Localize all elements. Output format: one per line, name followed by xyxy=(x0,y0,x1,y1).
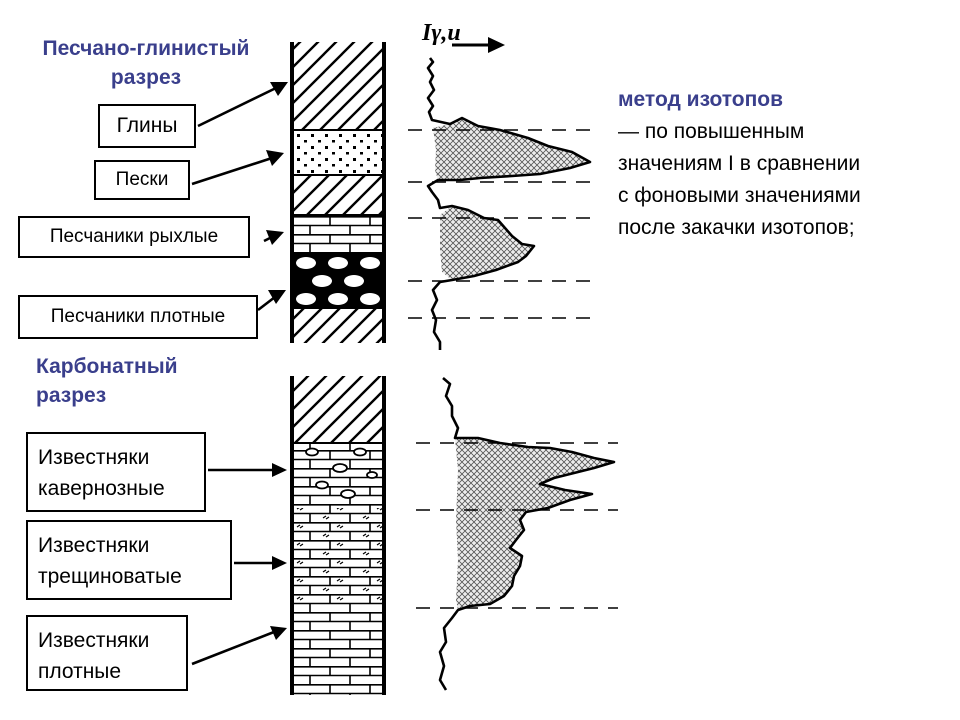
method-note-line: с фоновыми значениями xyxy=(618,184,861,207)
clay-layer-bottom xyxy=(292,308,384,343)
method-note-line: — по повышенным xyxy=(618,120,805,143)
sand-clay-heading-line2: разрез xyxy=(110,66,182,89)
method-note-title: метод изотопов xyxy=(618,88,784,111)
carbonate-clay-layer xyxy=(292,376,384,443)
label-clays: Глины xyxy=(98,104,196,148)
label-fractured-limestones: Известняки трещиноватые xyxy=(26,520,232,600)
sand-clay-heading: Песчано-глинистый разрез xyxy=(14,34,278,92)
label-dense-limestone-line2: плотные xyxy=(38,660,122,683)
loose-sandstone-layer xyxy=(292,215,384,253)
upper-dashed-boundaries xyxy=(408,129,595,319)
fractured-limestone-layer xyxy=(292,508,384,605)
lower-anomaly-fill xyxy=(455,438,614,610)
lower-gamma-log xyxy=(416,377,618,691)
carbonate-heading-line1: Карбонатный xyxy=(36,355,178,378)
lower-dashed-boundaries xyxy=(416,442,618,609)
label-cavernous-limestones: Известняки кавернозные xyxy=(26,432,206,512)
label-cavernous-line1: Известняки xyxy=(38,446,150,469)
carbonate-column xyxy=(290,376,386,695)
log-axis-label: Iγ,и xyxy=(421,20,461,46)
label-fractured-line2: трещиноватые xyxy=(38,565,182,588)
clay-layer-middle xyxy=(292,175,384,215)
carbonate-heading: Карбонатный разрез xyxy=(36,352,178,410)
clay-layer-top xyxy=(292,42,384,130)
label-cavernous-line2: кавернозные xyxy=(38,477,165,500)
label-dense-limestones: Известняки плотные xyxy=(26,615,188,691)
method-note: метод изотопов — по повышенным значениям… xyxy=(618,84,948,244)
method-note-line: значениям I в сравнении xyxy=(618,152,861,175)
axis-arrow-head xyxy=(488,37,505,53)
sand-clay-column xyxy=(290,42,386,343)
method-note-line: после закачки изотопов; xyxy=(618,216,855,239)
sand-layer xyxy=(292,130,384,175)
label-loose-sandstones: Песчаники рыхлые xyxy=(18,216,250,258)
upper-anomaly-fill-2 xyxy=(440,206,534,280)
label-arrows xyxy=(191,82,288,666)
upper-log-curve xyxy=(426,57,592,350)
dense-sandstone-pebbles xyxy=(296,257,380,305)
lower-log-curve xyxy=(438,377,616,691)
label-dense-sandstones: Песчаники плотные xyxy=(18,295,258,339)
upper-anomaly-fill-1 xyxy=(433,118,590,180)
label-sands: Пески xyxy=(94,160,190,200)
carbonate-heading-line2: разрез xyxy=(36,384,107,407)
label-dense-limestone-line1: Известняки xyxy=(38,629,150,652)
sand-clay-heading-line1: Песчано-глинистый xyxy=(42,37,250,60)
label-fractured-line1: Известняки xyxy=(38,534,150,557)
cavern-marks xyxy=(305,447,378,499)
dense-limestone-layer xyxy=(292,605,384,695)
upper-gamma-log: Iγ,и xyxy=(408,20,595,350)
